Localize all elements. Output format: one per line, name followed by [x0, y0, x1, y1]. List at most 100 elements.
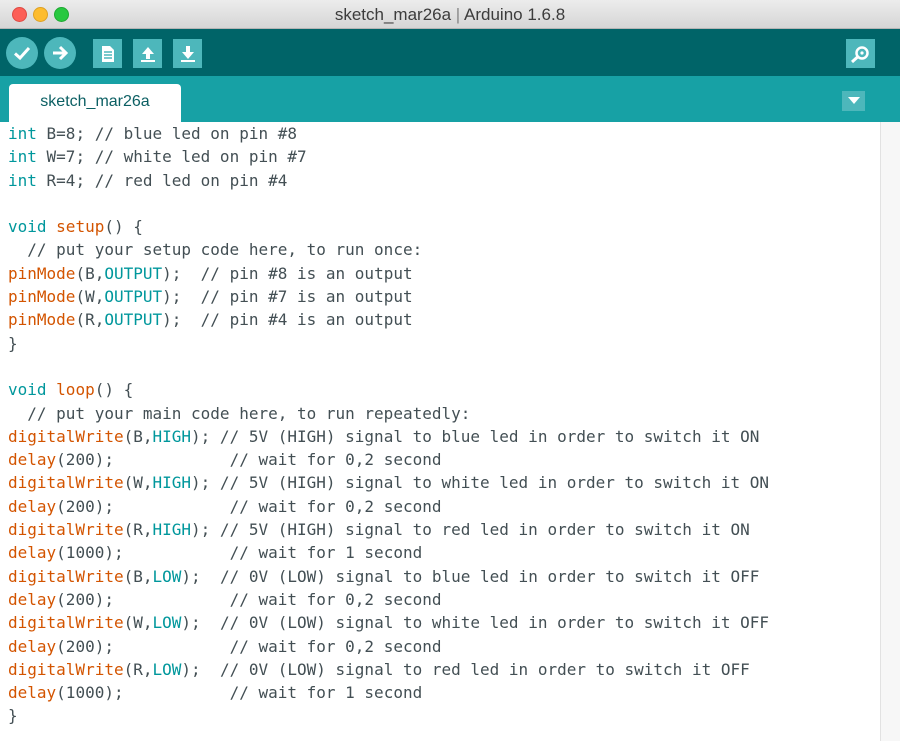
- code-token: OUTPUT: [104, 287, 163, 307]
- code-token: digitalWrite: [8, 566, 124, 586]
- tab-menu-button[interactable]: [842, 91, 865, 111]
- code-line[interactable]: }: [8, 704, 769, 727]
- code-token: void: [8, 217, 47, 237]
- code-token: ); // 0V (LOW) signal to blue led in ord…: [181, 566, 760, 586]
- code-line[interactable]: pinMode(B,OUTPUT); // pin #8 is an outpu…: [8, 262, 769, 285]
- code-line[interactable]: // put your setup code here, to run once…: [8, 238, 769, 261]
- code-line[interactable]: digitalWrite(W,HIGH); // 5V (HIGH) signa…: [8, 471, 769, 494]
- code-token: (W,: [123, 613, 153, 633]
- code-token: digitalWrite: [8, 426, 124, 446]
- code-line[interactable]: void loop() {: [8, 378, 769, 401]
- code-token: ); // pin #8 is an output: [162, 263, 413, 283]
- code-token: (W,: [75, 287, 105, 307]
- title-bar: sketch_mar26a | Arduino 1.6.8: [0, 0, 900, 29]
- code-line[interactable]: int B=8; // blue led on pin #8: [8, 122, 769, 145]
- open-button[interactable]: [133, 39, 162, 68]
- close-window-button[interactable]: [12, 7, 27, 22]
- new-sketch-button[interactable]: [93, 39, 122, 68]
- code-token: (R,: [123, 659, 153, 679]
- code-token: W=7; // white led on pin #7: [36, 147, 307, 167]
- code-line[interactable]: }: [8, 332, 769, 355]
- code-token: (B,: [123, 426, 153, 446]
- arrow-down-icon: [180, 45, 195, 62]
- code-token: (1000); // wait for 1 second: [56, 683, 423, 703]
- code-token: delay: [8, 683, 57, 703]
- code-token: pinMode: [8, 287, 76, 307]
- code-token: [47, 217, 57, 236]
- code-token: digitalWrite: [8, 520, 124, 540]
- code-line[interactable]: delay(200); // wait for 0,2 second: [8, 495, 769, 518]
- checkmark-icon: [13, 46, 31, 61]
- code-token: delay: [8, 450, 57, 470]
- code-line[interactable]: [8, 192, 769, 215]
- window-title-app: Arduino 1.6.8: [464, 5, 566, 24]
- code-line[interactable]: delay(1000); // wait for 1 second: [8, 541, 769, 564]
- code-token: LOW: [152, 613, 182, 633]
- magnifier-icon: [850, 45, 869, 63]
- code-token: ); // 5V (HIGH) signal to blue led in or…: [191, 426, 760, 446]
- code-token: delay: [8, 589, 57, 609]
- code-line[interactable]: // put your main code here, to run repea…: [8, 402, 769, 425]
- code-line[interactable]: int W=7; // white led on pin #7: [8, 145, 769, 168]
- code-token: delay: [8, 636, 57, 656]
- code-token: LOW: [152, 659, 182, 679]
- code-token: LOW: [152, 566, 182, 586]
- code-token: HIGH: [152, 426, 192, 446]
- code-line[interactable]: void setup() {: [8, 215, 769, 238]
- arrow-up-icon: [140, 46, 155, 62]
- code-line[interactable]: digitalWrite(B,LOW); // 0V (LOW) signal …: [8, 565, 769, 588]
- document-icon: [101, 45, 114, 62]
- code-token: digitalWrite: [8, 473, 124, 493]
- code-token: int: [8, 124, 37, 143]
- code-token: int: [8, 170, 37, 190]
- code-line[interactable]: delay(200); // wait for 0,2 second: [8, 448, 769, 471]
- code-token: ); // 0V (LOW) signal to white led in or…: [181, 613, 770, 633]
- code-line[interactable]: digitalWrite(B,HIGH); // 5V (HIGH) signa…: [8, 425, 769, 448]
- code-line[interactable]: digitalWrite(R,LOW); // 0V (LOW) signal …: [8, 658, 769, 681]
- code-line[interactable]: delay(200); // wait for 0,2 second: [8, 635, 769, 658]
- serial-monitor-button[interactable]: [846, 39, 875, 68]
- verify-button[interactable]: [6, 37, 38, 69]
- tab-sketch[interactable]: sketch_mar26a: [9, 84, 181, 122]
- code-token: int: [8, 147, 37, 167]
- code-line[interactable]: delay(1000); // wait for 1 second: [8, 681, 769, 704]
- code-token: setup: [56, 217, 105, 237]
- code-line[interactable]: int R=4; // red led on pin #4: [8, 169, 769, 192]
- code-token: void: [8, 380, 47, 400]
- save-button[interactable]: [173, 39, 202, 68]
- code-token: (R,: [75, 310, 105, 330]
- vertical-scrollbar[interactable]: [880, 122, 900, 741]
- code-token: // put your setup code here, to run once…: [8, 240, 423, 260]
- zoom-window-button[interactable]: [54, 7, 69, 22]
- code-line[interactable]: pinMode(W,OUTPUT); // pin #7 is an outpu…: [8, 285, 769, 308]
- code-token: ); // pin #4 is an output: [162, 310, 413, 330]
- arrow-right-icon: [53, 45, 69, 61]
- code-token: ); // 0V (LOW) signal to red led in orde…: [181, 659, 750, 679]
- code-token: digitalWrite: [8, 613, 124, 633]
- code-token: (200); // wait for 0,2 second: [56, 496, 442, 516]
- minimize-window-button[interactable]: [33, 7, 48, 22]
- code-line[interactable]: digitalWrite(R,HIGH); // 5V (HIGH) signa…: [8, 518, 769, 541]
- code-token: HIGH: [152, 520, 192, 540]
- code-line[interactable]: digitalWrite(W,LOW); // 0V (LOW) signal …: [8, 611, 769, 634]
- code-line[interactable]: delay(200); // wait for 0,2 second: [8, 588, 769, 611]
- code-token: ); // 5V (HIGH) signal to red led in ord…: [191, 520, 750, 540]
- code-line[interactable]: [8, 355, 769, 378]
- code-token: // put your main code here, to run repea…: [8, 403, 471, 423]
- code-token: [47, 380, 57, 399]
- code-token: ); // pin #7 is an output: [162, 287, 413, 307]
- code-token: OUTPUT: [104, 263, 163, 283]
- upload-button[interactable]: [44, 37, 76, 69]
- code-token: (200); // wait for 0,2 second: [56, 450, 442, 470]
- code-token: R=4; // red led on pin #4: [36, 170, 288, 190]
- window-title-file: sketch_mar26a: [334, 5, 452, 24]
- code-line[interactable]: pinMode(R,OUTPUT); // pin #4 is an outpu…: [8, 308, 769, 331]
- code-token: }: [8, 333, 18, 353]
- window-title-separator: |: [451, 5, 465, 24]
- code-token: B=8; // blue led on pin #8: [36, 124, 297, 143]
- code-token: (200); // wait for 0,2 second: [56, 589, 442, 609]
- code-token: OUTPUT: [104, 310, 163, 330]
- code-token: (W,: [123, 473, 153, 493]
